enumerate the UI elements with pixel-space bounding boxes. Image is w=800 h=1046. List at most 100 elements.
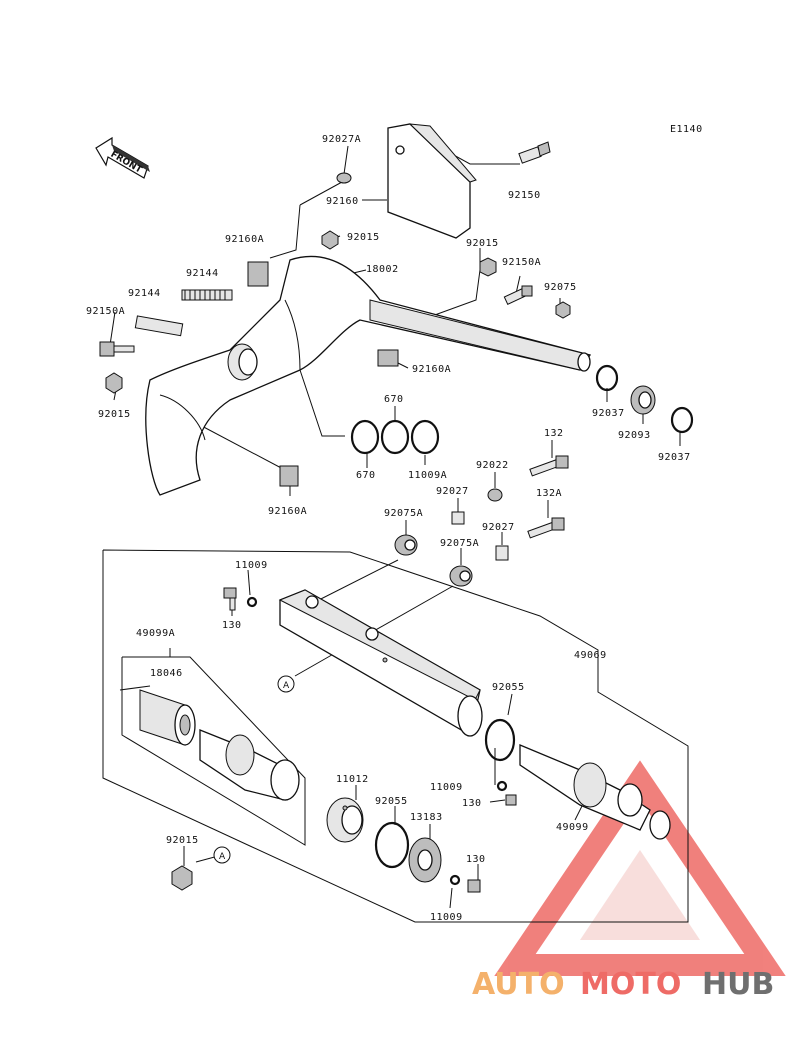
- part-label: 92015: [98, 409, 131, 420]
- inner-pipe-49099a: [199, 729, 300, 801]
- svg-text:MOTO: MOTO: [580, 967, 681, 1002]
- bolt-92150a-left: [99, 341, 135, 357]
- part-label: 92160A: [268, 506, 307, 517]
- washer-92022: [487, 488, 503, 502]
- nut-92015-left: [105, 372, 123, 394]
- part-labels: 92027A 92160 92150 92160A 92015 92015 18…: [86, 134, 691, 923]
- svg-text:A: A: [219, 852, 226, 862]
- part-label: 92015: [347, 232, 380, 243]
- part-label: 92144: [128, 288, 161, 299]
- part-label: 92093: [618, 430, 651, 441]
- part-label: 130: [222, 620, 242, 631]
- callout-a-lower: A: [213, 846, 231, 864]
- part-label: 11012: [336, 774, 369, 785]
- part-label: 92160A: [225, 234, 264, 245]
- part-label: 670: [384, 394, 404, 405]
- part-label: 132: [544, 428, 564, 439]
- spark-arrester-13183: [408, 837, 442, 883]
- spring-92144-lower: [134, 315, 184, 337]
- part-label: 92150A: [502, 257, 541, 268]
- clamp-92037-right: [670, 406, 694, 434]
- bracket-92160a-mid: [377, 349, 399, 367]
- clamp-92037-left: [595, 364, 619, 392]
- part-label: 130: [466, 854, 486, 865]
- gasket-92055-left: [374, 821, 410, 869]
- part-label: 92150: [508, 190, 541, 201]
- svg-text:HUB: HUB: [702, 967, 774, 1002]
- bracket-92160a-top: [247, 261, 269, 287]
- part-label: 92150A: [86, 306, 125, 317]
- part-label: 132A: [536, 488, 562, 499]
- part-label: 92015: [166, 835, 199, 846]
- svg-text:AUTO: AUTO: [472, 967, 565, 1002]
- collar-92027-a: [451, 511, 465, 525]
- callout-a-upper: A: [277, 675, 295, 693]
- part-label: 92022: [476, 460, 509, 471]
- nut-92015-bottom: [171, 865, 193, 891]
- pipe-joint-collar: [227, 343, 258, 381]
- gasket-11009a: [410, 419, 440, 455]
- part-label: 11009: [430, 912, 463, 923]
- part-label: 92160: [326, 196, 359, 207]
- grommet-92075a-a: [394, 534, 418, 556]
- collar-92027-b: [495, 545, 509, 561]
- part-label: 18046: [150, 668, 183, 679]
- watermark-logo: [494, 760, 786, 976]
- bolt-130-left: [223, 587, 237, 611]
- part-label: 92144: [186, 268, 219, 279]
- part-label: 92075A: [384, 508, 423, 519]
- part-label: 18002: [366, 264, 399, 275]
- gaskets: [350, 419, 440, 455]
- diagram-code: E1140: [670, 124, 703, 135]
- heat-shield-92160: [387, 123, 477, 239]
- part-label: 92160A: [412, 364, 451, 375]
- spring-92144-upper: [181, 289, 233, 301]
- part-label: 92075A: [440, 538, 479, 549]
- part-label: 92055: [492, 682, 525, 693]
- gasket-670-b: [380, 419, 410, 455]
- clamps-and-seal: [595, 364, 694, 434]
- gasket-92055-right: [484, 718, 516, 762]
- washer-11009-right: [449, 874, 461, 886]
- part-label: 92027: [436, 486, 469, 497]
- part-label: 11009: [430, 782, 463, 793]
- svg-text:A: A: [283, 681, 290, 691]
- muffler-body: [278, 589, 483, 737]
- part-label: 49069: [574, 650, 607, 661]
- bolt-130-center: [505, 794, 517, 806]
- washer-11009-center: [496, 780, 508, 792]
- nut-92015-top: [321, 230, 339, 250]
- part-label: 92027: [482, 522, 515, 533]
- part-label: 92015: [466, 238, 499, 249]
- part-label: 130: [462, 798, 482, 809]
- washer-92027a: [336, 172, 352, 184]
- bolt-132: [529, 455, 569, 477]
- washer-11009-left: [246, 596, 258, 608]
- bolt-130-right: [467, 879, 481, 893]
- part-label: 92037: [592, 408, 625, 419]
- part-label: 92075: [544, 282, 577, 293]
- packing-18046: [139, 689, 196, 746]
- nut-92075: [555, 301, 571, 319]
- inner-pipe-49099: [519, 744, 671, 840]
- part-label: 13183: [410, 812, 443, 823]
- gasket-670-a: [350, 419, 380, 455]
- bolt-92150a-right: [503, 285, 533, 305]
- part-label: 670: [356, 470, 376, 481]
- part-label: 92055: [375, 796, 408, 807]
- watermark-text: AUTO MOTO HUB: [472, 967, 774, 1002]
- part-label: 49099: [556, 822, 589, 833]
- bolt-132a: [527, 517, 565, 539]
- front-arrow-icon: FRONT: [95, 136, 150, 179]
- part-label: 11009A: [408, 470, 447, 481]
- nut-92015-right: [479, 257, 497, 277]
- bracket-92160a-bottom: [279, 465, 299, 487]
- grommet-92075a-b: [449, 565, 473, 587]
- end-cap-11012: [326, 797, 364, 843]
- part-label: 49099A: [136, 628, 175, 639]
- bolt-92150: [518, 141, 551, 164]
- part-label: 92027A: [322, 134, 361, 145]
- part-label: 11009: [235, 560, 268, 571]
- part-label: 92037: [658, 452, 691, 463]
